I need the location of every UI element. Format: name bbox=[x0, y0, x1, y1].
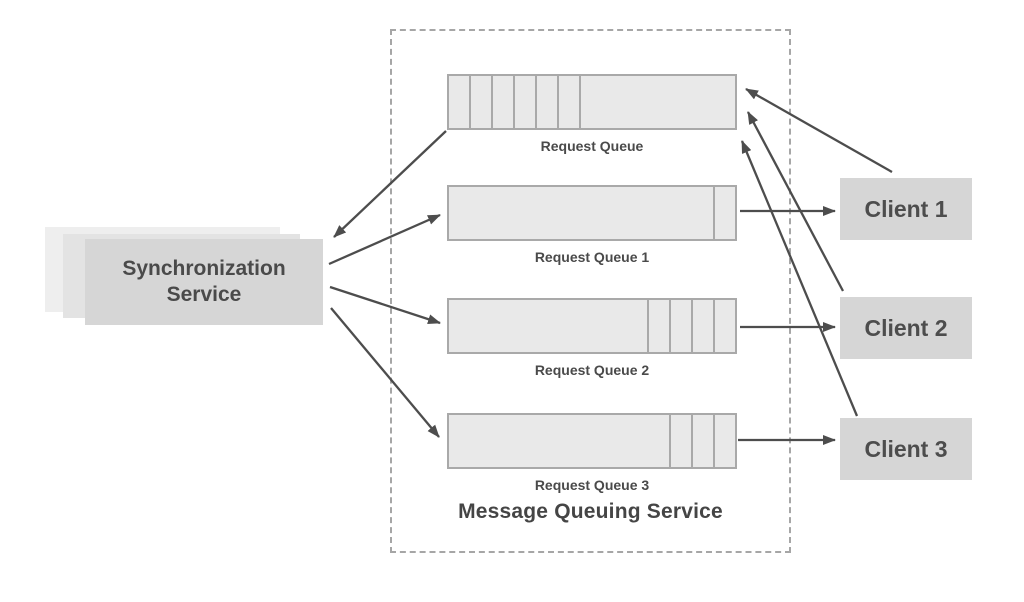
request-queue-1-label: Request Queue 1 bbox=[534, 249, 650, 265]
queue-message-cell bbox=[713, 187, 735, 239]
client-1-box: Client 1 bbox=[840, 178, 972, 240]
queue-message-cell bbox=[713, 415, 735, 467]
queue-message-cell bbox=[471, 76, 493, 128]
queue-message-cell bbox=[691, 415, 713, 467]
queue-message-cell bbox=[515, 76, 537, 128]
request-queue-1: Request Queue 1 bbox=[447, 185, 737, 265]
queue-message-cell bbox=[669, 300, 691, 352]
request-queue-3-box bbox=[447, 413, 737, 469]
client-2-box: Client 2 bbox=[840, 297, 972, 359]
request-queue-3: Request Queue 3 bbox=[447, 413, 737, 493]
queue-message-cell bbox=[493, 76, 515, 128]
request-queue-box bbox=[447, 74, 737, 130]
synchronization-service-box: Synchronization Service bbox=[85, 239, 323, 325]
request-queue-2-label: Request Queue 2 bbox=[534, 362, 650, 378]
request-queue-2: Request Queue 2 bbox=[447, 298, 737, 378]
client-3-box: Client 3 bbox=[840, 418, 972, 480]
synchronization-service: Synchronization Service bbox=[45, 227, 323, 325]
request-queue: Request Queue bbox=[447, 74, 737, 154]
request-queue-label: Request Queue bbox=[540, 138, 644, 154]
queue-message-cell bbox=[713, 300, 735, 352]
request-queue-3-label: Request Queue 3 bbox=[534, 477, 650, 493]
queue-message-cell bbox=[669, 415, 691, 467]
queue-message-cell bbox=[449, 76, 471, 128]
queue-message-cell bbox=[647, 300, 669, 352]
queue-message-cell bbox=[691, 300, 713, 352]
message-queuing-service-label: Message Queuing Service bbox=[458, 500, 723, 523]
queue-message-cell bbox=[559, 76, 581, 128]
queue-message-cell bbox=[537, 76, 559, 128]
request-queue-2-box bbox=[447, 298, 737, 354]
request-queue-1-box bbox=[447, 185, 737, 241]
